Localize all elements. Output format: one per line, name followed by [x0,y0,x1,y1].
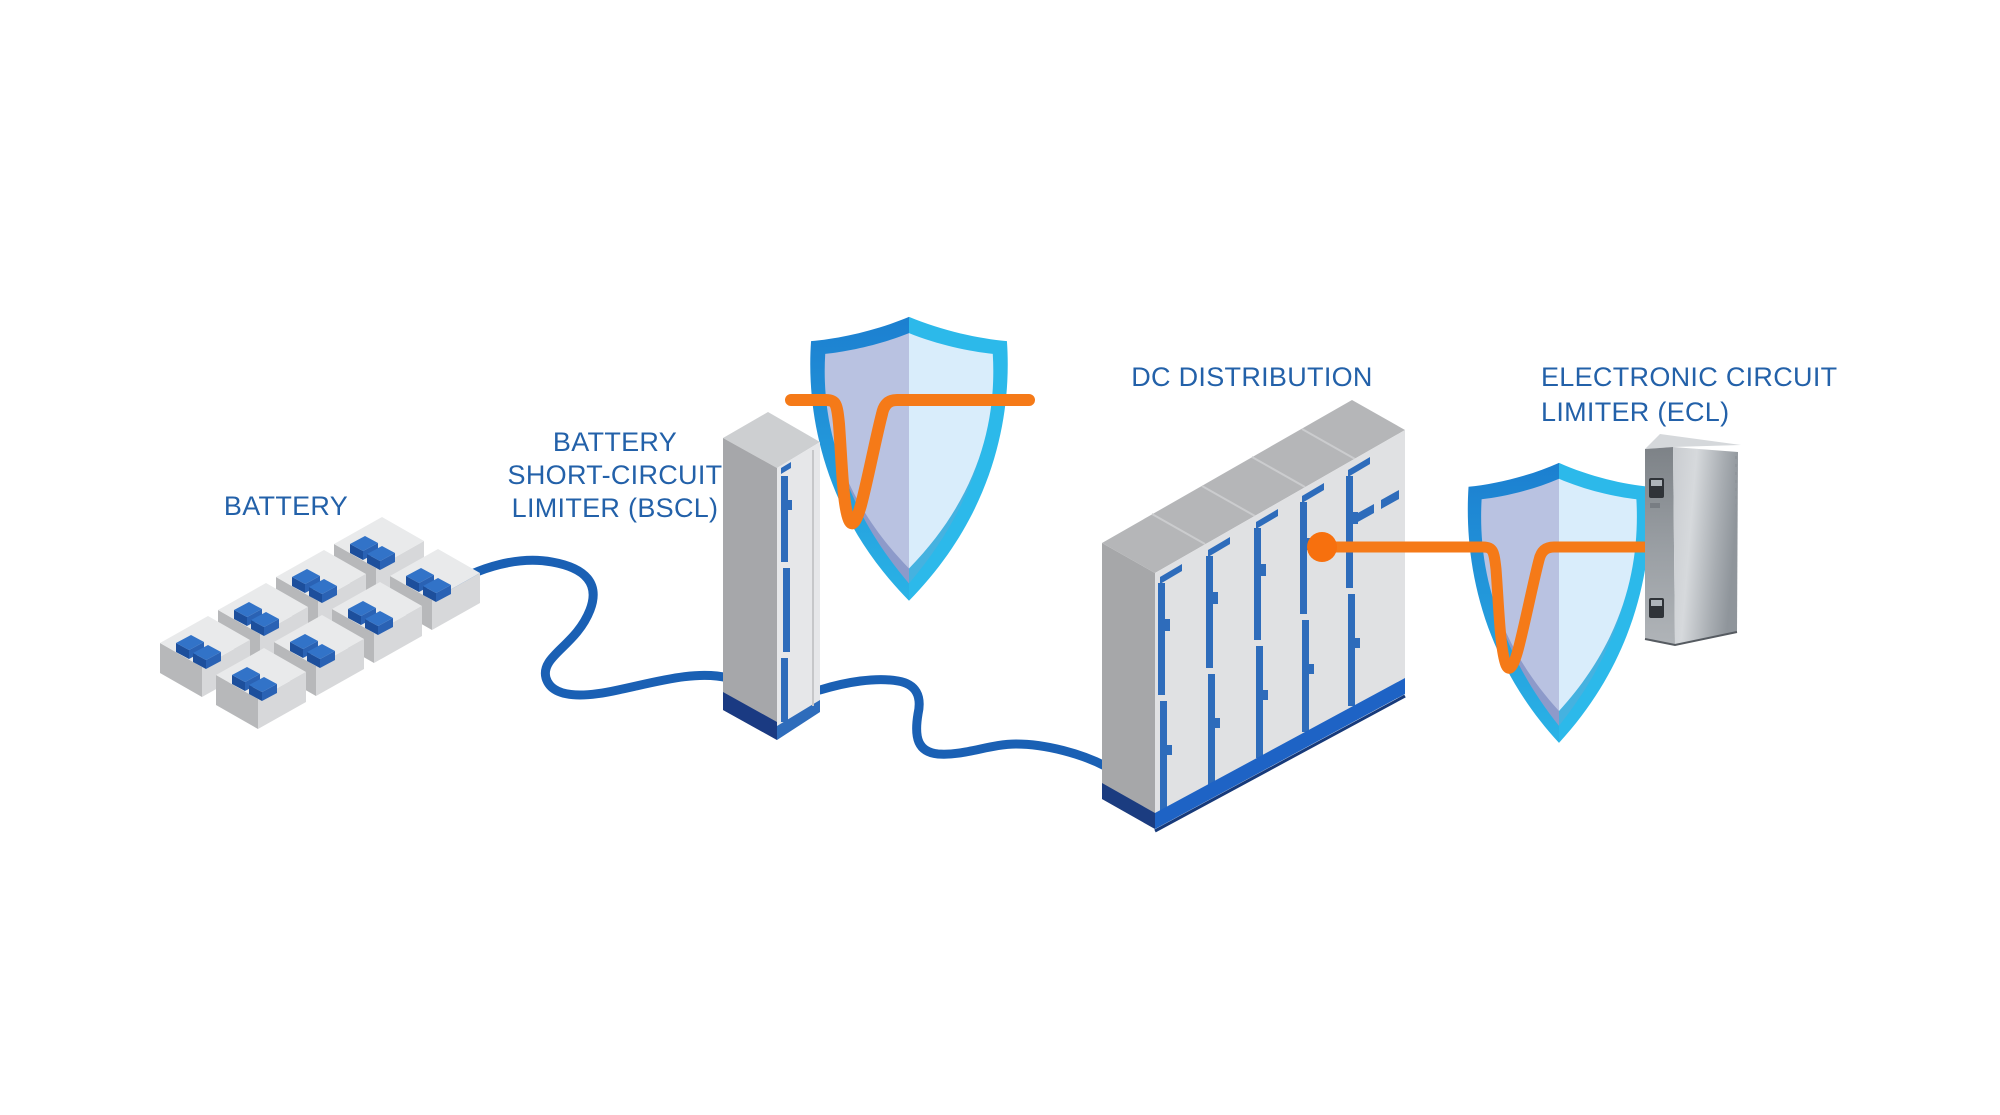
bscl-label-line2: SHORT-CIRCUIT [507,460,723,490]
dc-distribution-cabinet [1102,400,1406,833]
bscl-label-line1: BATTERY [552,427,678,457]
bscl-shield-icon [785,316,1035,601]
bscl-label-line3: LIMITER (BSCL) [511,493,719,523]
wire-battery-to-bscl [441,555,733,700]
battery-label: BATTERY [223,491,349,521]
ecl-current-limit-curve-icon [1324,541,1656,674]
battery-bank [160,517,480,729]
bscl-current-limit-curve-icon [785,394,1035,530]
dc-distribution-label: DC DISTRIBUTION [1131,362,1373,392]
ecl-handle-bottom [1649,598,1664,618]
ecl-enclosure [1644,434,1741,647]
bscl-door-trim [781,462,792,722]
ecl-handle-top [1649,478,1664,498]
orange-connector [1307,532,1656,674]
ecl-label-line2: LIMITER (ECL) [1541,397,1730,427]
ecl-nameplate [1650,503,1660,508]
dc-indicator-dashes [1356,490,1399,523]
bscl-label: BATTERY SHORT-CIRCUIT LIMITER (BSCL) [480,426,750,525]
top-panel-seams [1151,428,1356,545]
ecl-label-line1: ELECTRONIC CIRCUIT [1541,362,1838,392]
bscl-cabinet [723,412,820,740]
ecl-label: ELECTRONIC CIRCUIT LIMITER (ECL) [1541,360,1881,430]
connection-point-dot [1307,532,1337,562]
wire-bscl-to-dc [815,675,1110,771]
